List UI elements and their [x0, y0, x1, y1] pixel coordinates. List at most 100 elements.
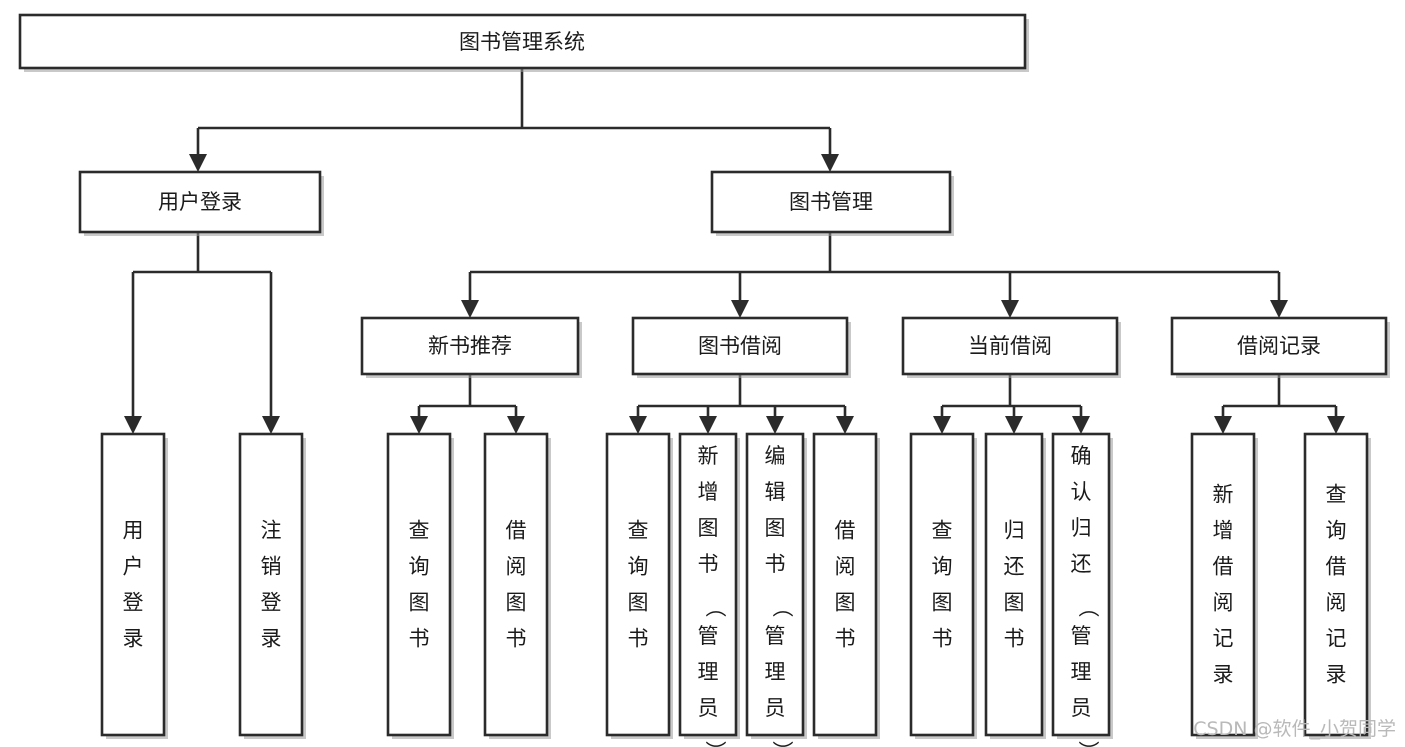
arrow-to-leaf-borrow-book-b	[836, 416, 854, 434]
leaf-edit-book-admin-glyph: ）	[770, 741, 794, 747]
root-label: 图书管理系统	[459, 30, 585, 54]
leaf-user-login-label: 用户登录	[123, 519, 144, 651]
leaf-query-book-a-glyph: 图	[409, 591, 430, 615]
leaf-confirm-return-glyph: 管	[1071, 624, 1092, 648]
node-root[interactable]: 图书管理系统	[18, 13, 1029, 72]
arrow-to-leaf-user-login	[124, 416, 142, 434]
book-borrow-label: 图书借阅	[698, 334, 782, 358]
arrow-to-leaf-query-book-b	[629, 416, 647, 434]
leaf-borrow-book-a-glyph: 书	[506, 627, 527, 651]
arrow-to-leaf-add-book-admin	[699, 416, 717, 434]
leaf-confirm-return-glyph: 员	[1071, 696, 1092, 720]
arrow-to-leaf-add-borrow-record	[1214, 416, 1232, 434]
leaf-return-book-glyph: 图	[1004, 591, 1025, 615]
leaf-query-borrow-record-glyph: 记	[1326, 627, 1347, 651]
node-book-borrow[interactable]: 图书借阅	[631, 316, 851, 378]
root-box[interactable]	[18, 13, 1027, 70]
leaf-query-borrow-record-glyph: 查	[1326, 483, 1347, 507]
leaf-borrow-book-a-box[interactable]	[483, 432, 549, 737]
user-login-box[interactable]	[78, 170, 322, 234]
leaf-add-borrow-record-glyph: 记	[1213, 627, 1234, 651]
borrow-record-box[interactable]	[1170, 316, 1388, 376]
leaf-query-book-c-glyph: 图	[932, 591, 953, 615]
leaf-add-book-admin-glyph: 管	[698, 624, 719, 648]
leaf-confirm-return-box[interactable]	[1051, 432, 1111, 737]
arrow-to-leaf-logout	[262, 416, 280, 434]
leaf-return-book-glyph: 还	[1004, 555, 1025, 579]
leaf-return-book-box[interactable]	[984, 432, 1044, 737]
leaf-borrow-book-b-glyph: 借	[835, 519, 856, 543]
leaf-add-book-admin-glyph: 理	[698, 660, 719, 684]
leaf-confirm-return-glyph: 归	[1071, 516, 1092, 540]
leaf-add-borrow-record-box[interactable]	[1190, 432, 1256, 737]
arrow-to-leaf-edit-book-admin	[766, 416, 784, 434]
leaf-edit-book-admin-glyph: 管	[765, 624, 786, 648]
leaf-query-book-a-glyph: 询	[409, 555, 430, 579]
leaf-edit-book-admin-glyph: （	[770, 597, 794, 618]
leaf-borrow-book-b-box[interactable]	[812, 432, 878, 737]
leaf-edit-book-admin-glyph: 理	[765, 660, 786, 684]
leaf-borrow-book-b-glyph: 图	[835, 591, 856, 615]
leaf-query-book-a-box[interactable]	[386, 432, 452, 737]
leaf-user-login-glyph: 登	[123, 591, 144, 615]
edge-new-book-recommend-to-bus	[417, 374, 518, 418]
leaf-borrow-book-b-glyph: 阅	[835, 555, 856, 579]
leaf-logout-box[interactable]	[238, 432, 304, 737]
leaf-query-borrow-record-glyph: 询	[1326, 519, 1347, 543]
leaf-borrow-book-a-glyph: 借	[506, 519, 527, 543]
node-current-borrow[interactable]: 当前借阅	[901, 316, 1121, 378]
leaf-query-borrow-record-box[interactable]	[1303, 432, 1369, 737]
leaf-confirm-return-glyph: 理	[1071, 660, 1092, 684]
leaf-query-book-c-glyph: 查	[932, 519, 953, 543]
leaf-borrow-book-a-glyph: 阅	[506, 555, 527, 579]
arrow-to-leaf-confirm-return	[1072, 416, 1090, 434]
leaf-add-borrow-record-glyph: 阅	[1213, 591, 1234, 615]
leaf-query-book-c-glyph: 书	[932, 627, 953, 651]
book-manage-box[interactable]	[710, 170, 952, 234]
leaf-user-login-glyph: 用	[123, 519, 144, 543]
book-borrow-box[interactable]	[631, 316, 849, 376]
new-book-recommend-label: 新书推荐	[428, 334, 512, 358]
arrow-to-user-login	[189, 154, 207, 172]
arrow-to-leaf-query-book-c	[933, 416, 951, 434]
leaf-edit-book-admin-glyph: 员	[765, 696, 786, 720]
leaf-edit-book-admin-box[interactable]	[745, 432, 805, 737]
leaf-query-book-b-box[interactable]	[605, 432, 671, 737]
leaf-query-book-c-box[interactable]	[909, 432, 975, 737]
leaf-add-book-admin-box[interactable]	[678, 432, 738, 737]
leaf-user-login-box[interactable]	[100, 432, 166, 737]
arrow-to-leaf-query-book-a	[410, 416, 428, 434]
leaf-query-borrow-record-glyph: 阅	[1326, 591, 1347, 615]
arrow-to-book-borrow	[731, 300, 749, 318]
node-user-login[interactable]: 用户登录	[78, 170, 324, 236]
leaf-add-book-admin-glyph: 新	[698, 444, 719, 468]
leaf-add-borrow-record-glyph: 借	[1213, 555, 1234, 579]
node-book-manage[interactable]: 图书管理	[710, 170, 954, 236]
node-borrow-record[interactable]: 借阅记录	[1170, 316, 1390, 378]
node-leaf-user-login[interactable]: 用户登录	[100, 432, 168, 739]
leaf-query-book-b-glyph: 查	[628, 519, 649, 543]
current-borrow-box[interactable]	[901, 316, 1119, 376]
node-new-book-recommend[interactable]: 新书推荐	[360, 316, 582, 378]
new-book-recommend-box[interactable]	[360, 316, 580, 376]
